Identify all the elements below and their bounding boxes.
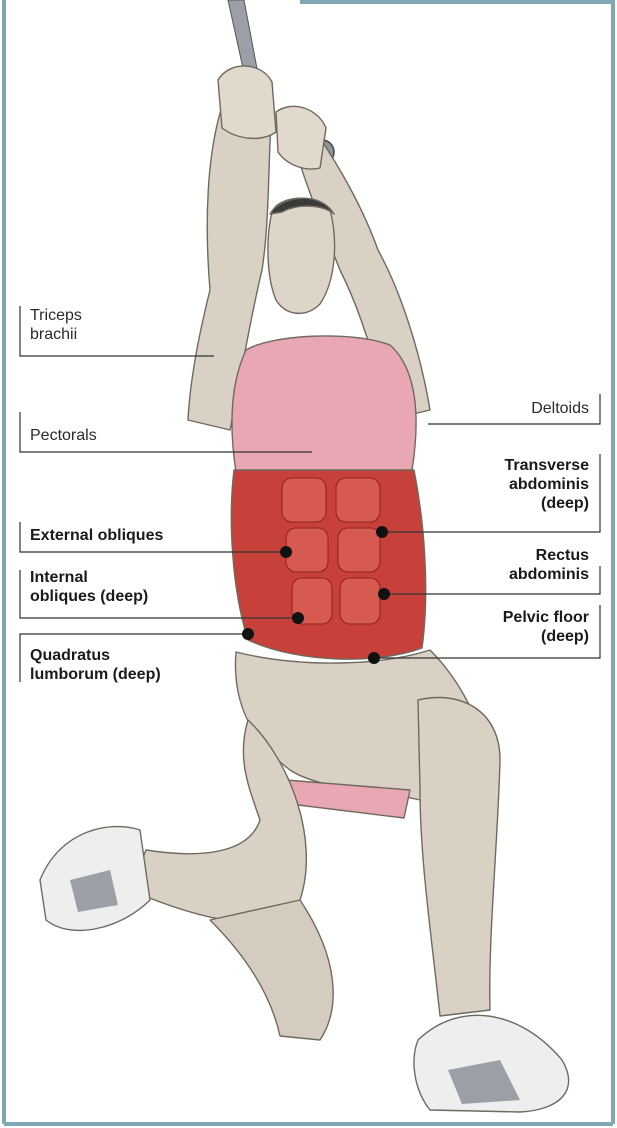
label-pelvic-floor: Pelvic floor (deep) <box>503 608 589 646</box>
marker-quadratus <box>242 628 254 640</box>
label-internal-obliques: Internal obliques (deep) <box>30 568 148 606</box>
label-quadratus: Quadratus lumborum (deep) <box>30 646 161 684</box>
label-triceps: Triceps brachii <box>30 306 82 344</box>
label-deltoids: Deltoids <box>531 399 589 418</box>
marker-transverse <box>376 526 388 538</box>
body-figure <box>130 66 500 1040</box>
label-rectus: Rectus abdominis <box>509 546 589 584</box>
label-pectorals: Pectorals <box>30 426 97 445</box>
label-transverse: Transverse abdominis (deep) <box>504 456 589 513</box>
marker-external-obliques <box>280 546 292 558</box>
marker-internal-obliques <box>292 612 304 624</box>
marker-pelvic-floor <box>368 652 380 664</box>
marker-rectus <box>378 588 390 600</box>
label-external-obliques: External obliques <box>30 526 163 545</box>
